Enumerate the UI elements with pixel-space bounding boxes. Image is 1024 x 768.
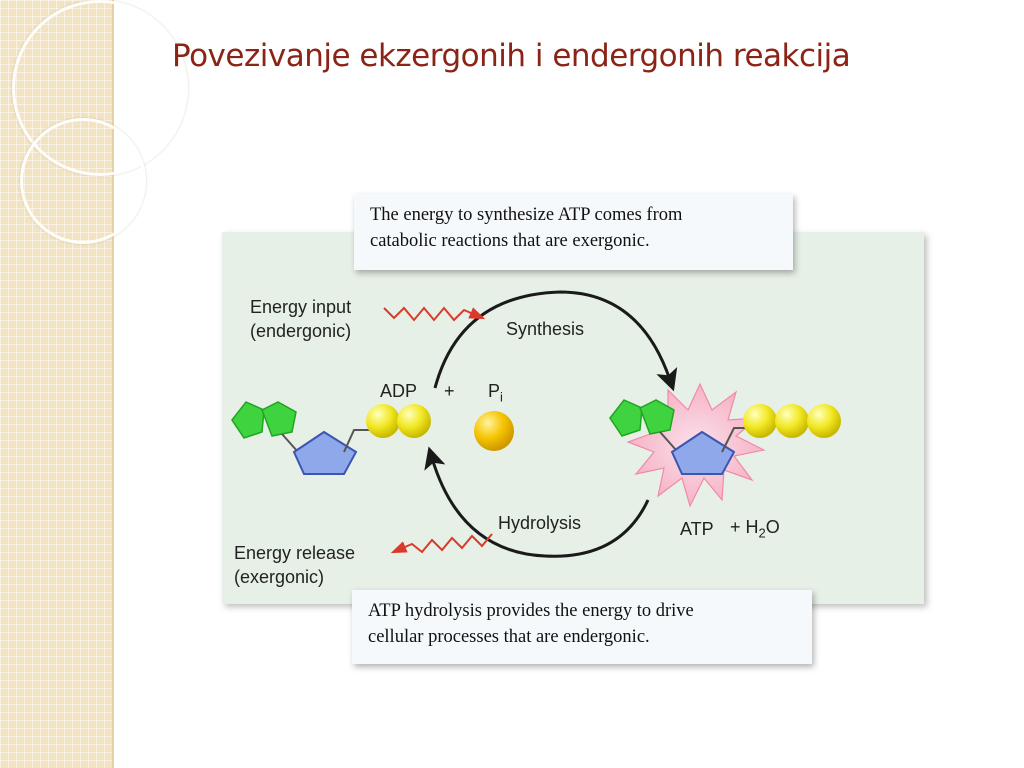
caption-bottom-line2: cellular processes that are endergonic. — [368, 627, 650, 647]
atp-molecule — [609, 382, 841, 508]
synthesis-label: Synthesis — [506, 319, 585, 339]
pi-label: Pi — [488, 381, 503, 405]
energy-input-label-line2: (endergonic) — [250, 321, 352, 341]
caption-bottom-line1: ATP hydrolysis provides the energy to dr… — [368, 601, 694, 621]
energy-release-arrow — [390, 533, 493, 554]
plus-sign: + — [444, 381, 455, 401]
water-label: + H2O — [730, 517, 780, 541]
energy-input-arrow — [383, 306, 486, 322]
atp-label: ATP — [680, 519, 714, 539]
hydrolysis-label: Hydrolysis — [498, 513, 582, 533]
synthesis-arrow — [433, 290, 678, 392]
energy-release-label-line2: (exergonic) — [234, 567, 325, 587]
caption-top-line2: catabolic reactions that are exergonic. — [370, 231, 650, 251]
caption-top: The energy to synthesize ATP comes from … — [354, 194, 793, 270]
energy-input-label-line1: Energy input — [250, 297, 352, 317]
energy-release-label-line1: Energy release — [234, 543, 356, 563]
caption-bottom: ATP hydrolysis provides the energy to dr… — [352, 590, 812, 664]
slide-title: Povezivanje ekzergonih i endergonih reak… — [172, 38, 851, 74]
free-phosphate — [474, 411, 514, 451]
adp-molecule — [231, 401, 431, 475]
decorative-ring — [20, 118, 146, 244]
hydrolysis-arrow — [424, 446, 650, 558]
caption-top-line1: The energy to synthesize ATP comes from — [370, 205, 683, 225]
adp-label: ADP — [380, 381, 418, 401]
